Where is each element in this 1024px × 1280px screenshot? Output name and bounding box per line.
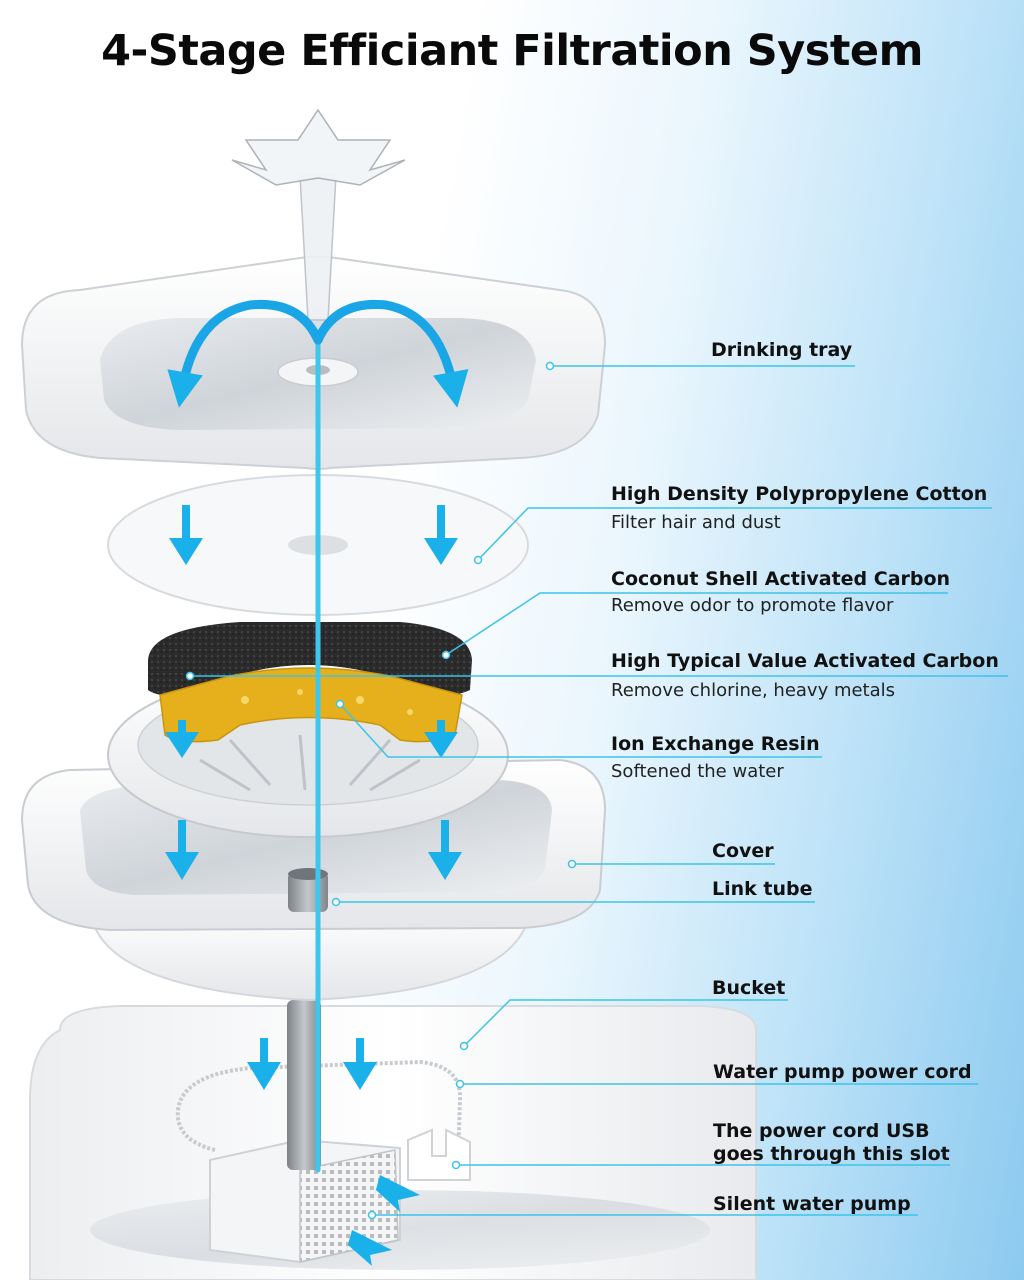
label-usb-slot-line2: goes through this slot [713, 1143, 950, 1165]
water-flow [167, 299, 469, 1173]
label-typical-carbon: High Typical Value Activated Carbon [611, 650, 999, 672]
leader-dots [185, 361, 577, 1220]
flow-arrows [165, 505, 462, 1266]
sprinkler-nozzle [231, 108, 406, 321]
label-pump: Silent water pump [713, 1193, 911, 1215]
label-typical-carbon-desc: Remove chlorine, heavy metals [611, 680, 896, 701]
label-pp-cotton-desc: Filter hair and dust [611, 512, 781, 533]
label-cover: Cover [712, 840, 774, 862]
label-usb-slot: The power cord USB goes through this slo… [713, 1120, 950, 1166]
label-usb-slot-line1: The power cord USB [713, 1120, 930, 1142]
stem-pipe [287, 1000, 321, 1170]
label-coconut-carbon-desc: Remove odor to promote flavor [611, 595, 894, 616]
label-ion-resin: Ion Exchange Resin [611, 733, 820, 755]
label-coconut-carbon: Coconut Shell Activated Carbon [611, 568, 951, 590]
power-cord [175, 1059, 463, 1161]
label-link-tube: Link tube [712, 878, 813, 900]
page-title: 4-Stage Efficiant Filtration System [101, 26, 923, 76]
label-bucket: Bucket [712, 977, 786, 999]
label-power-cord: Water pump power cord [713, 1061, 972, 1083]
leader-lines [190, 365, 1008, 1216]
label-ion-resin-desc: Softened the water [611, 761, 784, 782]
label-pp-cotton: High Density Polypropylene Cotton [611, 483, 988, 505]
label-drinking-tray: Drinking tray [711, 339, 853, 361]
